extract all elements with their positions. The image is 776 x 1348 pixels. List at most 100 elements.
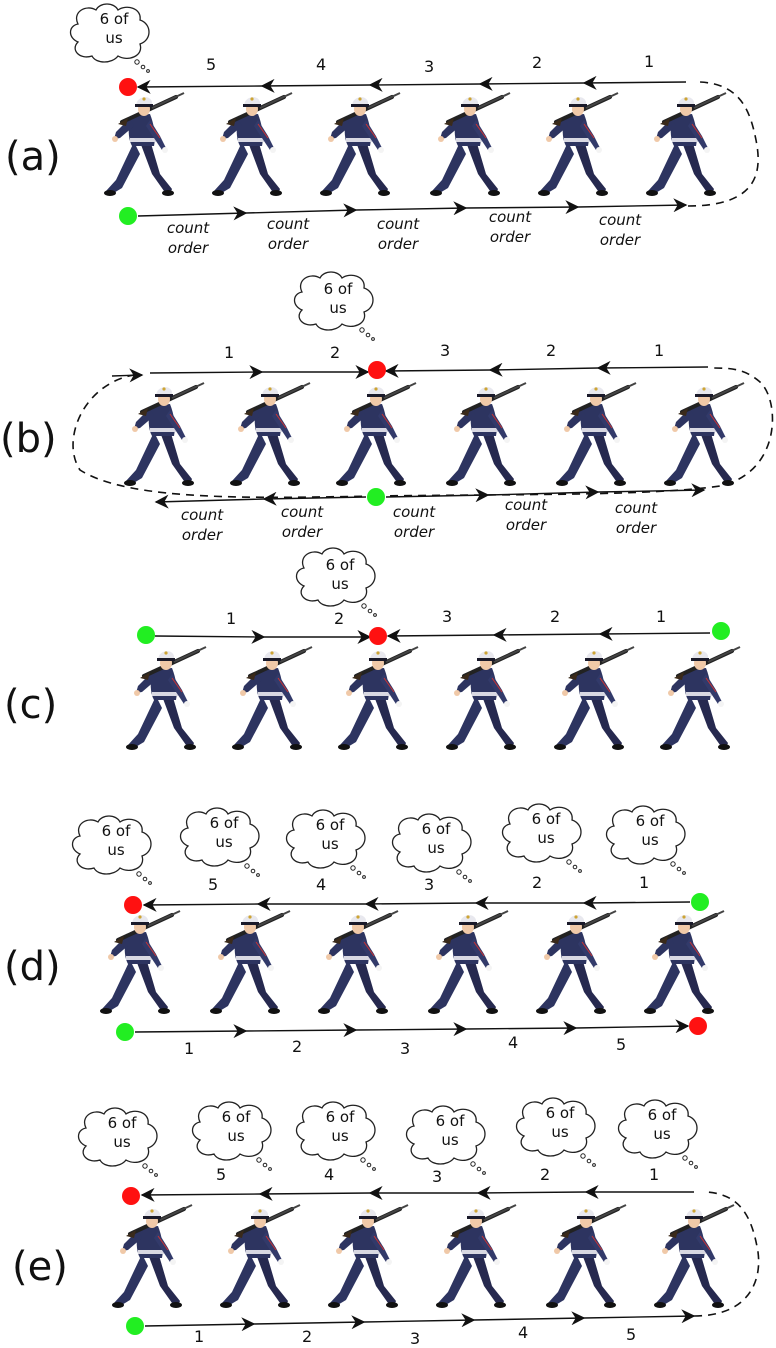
thought-bubble-icon: 6 of us <box>69 3 150 73</box>
soldier-icon <box>230 645 314 752</box>
soldier-row <box>102 91 728 198</box>
panel-b: (b) 6 of us 1 2 3 2 1 <box>0 271 774 544</box>
soldier-icon <box>316 909 400 1016</box>
soldier-icon <box>444 381 528 488</box>
soldier-icon <box>102 91 186 198</box>
thought-bubble-icon: 6 of us <box>501 803 582 873</box>
count-number: 2 <box>532 873 542 892</box>
panel-d: (d) 6 of us6 of us6 of us6 of us6 of us6… <box>4 803 726 1058</box>
panel-label: (a) <box>5 134 61 180</box>
bubble-text: 6 of us <box>325 556 355 593</box>
count-order-label: count order <box>504 496 548 534</box>
thought-bubbles: 6 of us6 of us6 of us6 of us6 of us6 of … <box>71 803 686 885</box>
count-number: 5 <box>626 1325 636 1344</box>
count-order-label: count order <box>266 215 310 253</box>
count-number: 4 <box>316 875 326 894</box>
bubble-text: 6 of us <box>647 1106 677 1143</box>
end-node <box>119 78 137 96</box>
count-number: 3 <box>442 607 452 626</box>
soldier-row <box>122 381 746 488</box>
count-number: 5 <box>206 55 216 74</box>
count-number: 5 <box>216 1165 226 1184</box>
bubble-text: 6 of us <box>635 812 665 849</box>
count-number: 2 <box>302 1327 312 1346</box>
end-node <box>369 627 387 645</box>
soldier-row <box>110 1203 736 1310</box>
thought-bubble-icon: 6 of us <box>295 547 377 617</box>
soldier-icon <box>326 1203 410 1310</box>
soldier-icon <box>124 645 208 752</box>
soldier-icon <box>426 909 510 1016</box>
count-number: 1 <box>194 1327 204 1346</box>
soldier-icon <box>210 91 294 198</box>
count-number: 1 <box>226 609 236 628</box>
start-node <box>712 622 730 640</box>
bubble-text: 6 of us <box>325 1108 355 1145</box>
thought-bubble-icon: 6 of us <box>293 271 375 341</box>
count-number: 4 <box>508 1033 518 1052</box>
top-count-arrows <box>136 75 687 94</box>
count-order-label: count order <box>280 503 324 541</box>
thought-bubble-icon: 6 of us <box>295 1101 376 1171</box>
count-order-label: count order <box>392 503 436 541</box>
end-node <box>122 1187 140 1205</box>
count-number: 3 <box>440 341 450 360</box>
thought-bubble-icon: 6 of us <box>617 1099 698 1169</box>
panel-e: (e) 6 of us6 of us6 of us6 of us6 of us6… <box>12 1097 760 1348</box>
top-count-arrows <box>142 895 691 912</box>
count-order-label: count order <box>180 506 224 544</box>
count-order-label: count order <box>166 219 210 257</box>
count-number: 2 <box>334 609 344 628</box>
soldier-icon <box>434 1203 518 1310</box>
thought-bubble-icon: 6 of us <box>405 1105 486 1175</box>
soldier-icon <box>644 91 728 198</box>
bubble-text: 6 of us <box>435 1112 465 1149</box>
bottom-count-arrows <box>137 198 688 221</box>
soldier-icon <box>218 1203 302 1310</box>
return-path-dashed <box>693 1191 760 1317</box>
count-number: 3 <box>432 1167 442 1186</box>
thought-bubble-icon: 6 of us <box>515 1097 596 1167</box>
top-count-arrows <box>140 1185 694 1202</box>
bottom-count-arrows <box>144 1309 696 1332</box>
panel-label: (c) <box>4 682 57 728</box>
count-order-label: count order <box>598 211 642 249</box>
bubble-text: 6 of us <box>545 1104 575 1141</box>
bubble-text: 6 of us <box>107 1114 137 1151</box>
bottom-count-arrows <box>134 1019 690 1039</box>
top-count-arrows <box>149 360 709 380</box>
start-node <box>116 1023 134 1041</box>
thought-bubble-icon: 6 of us <box>191 1101 272 1171</box>
soldier-icon <box>122 381 206 488</box>
start-node <box>367 488 385 506</box>
count-number: 4 <box>518 1323 528 1342</box>
count-order-labels: count order count order count order coun… <box>180 496 657 544</box>
start-node <box>137 626 155 644</box>
thought-bubble-icon: 6 of us <box>179 807 260 877</box>
panel-label: (b) <box>0 416 57 462</box>
end-node <box>124 896 142 914</box>
soldier-icon <box>662 381 746 488</box>
count-number: 3 <box>424 57 434 76</box>
count-number: 1 <box>649 1165 659 1184</box>
start-node <box>126 1317 144 1335</box>
bubble-text: 6 of us <box>315 816 345 853</box>
panel-label: (e) <box>12 1244 68 1290</box>
bubble-text: 6 of us <box>101 822 131 859</box>
count-number: 5 <box>208 875 218 894</box>
soldier-icon <box>642 909 726 1016</box>
soldier-icon <box>428 91 512 198</box>
panel-c: (c) 6 of us 1 2 3 2 1 <box>4 547 742 752</box>
soldier-icon <box>336 645 420 752</box>
thought-bubbles: 6 of us 6 of us 6 of us 6 of us 6 of us 6 of … <box>77 1097 698 1177</box>
start-node <box>691 893 709 911</box>
return-path-dashed-left <box>72 373 377 499</box>
count-number: 2 <box>292 1037 302 1056</box>
count-number: 1 <box>656 607 666 626</box>
start-node <box>119 207 137 225</box>
soldier-row <box>98 909 726 1016</box>
top-count-arrows <box>154 626 711 644</box>
end-node <box>368 361 386 379</box>
count-number: 1 <box>639 873 649 892</box>
